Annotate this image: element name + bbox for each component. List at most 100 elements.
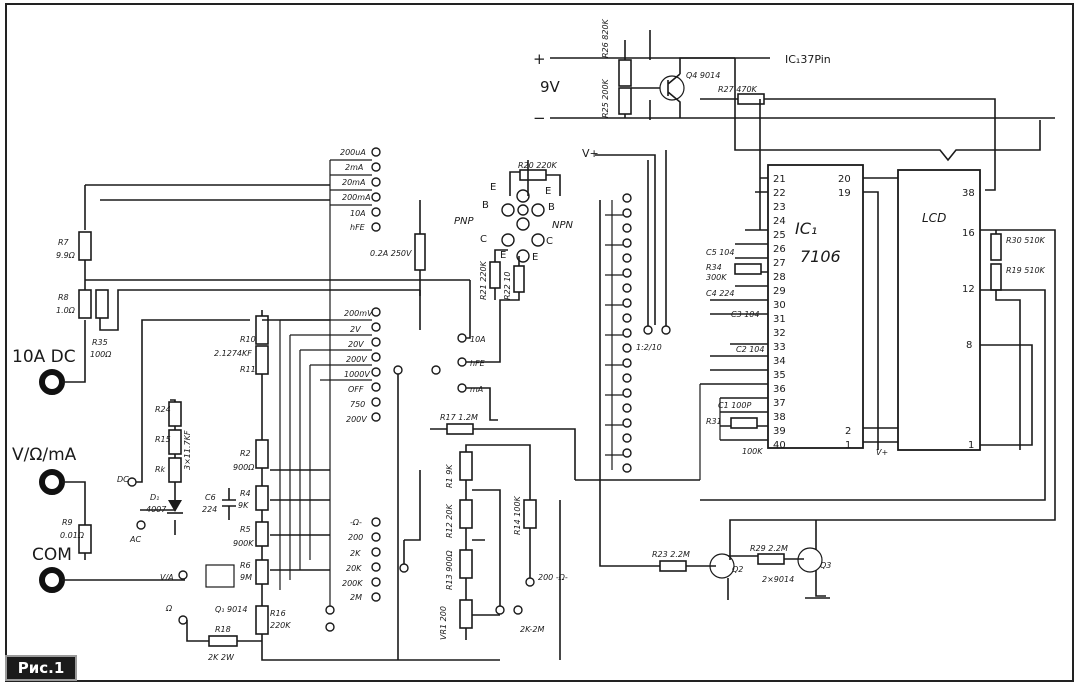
r27-wiring [700, 98, 996, 230]
label-r16v: 220K [270, 621, 291, 630]
label-r29: R29 2.2M [750, 544, 788, 553]
label-r4v: 9K [238, 501, 249, 510]
lcd-pin-12: 12 [962, 284, 975, 295]
label-c3: C3 104 [731, 310, 760, 319]
label-ohm2: 200 -Ω- [538, 573, 568, 582]
mode-common-2 [431, 365, 441, 375]
label-b1: B [482, 200, 489, 211]
input-vom-label: V/Ω/mA [12, 445, 77, 465]
ohm-sel-terminal-2 [513, 605, 523, 615]
lcd-pin-16: 16 [962, 228, 975, 239]
resistor-r11 [255, 345, 269, 375]
label-r3k: 3×11.7KF [183, 430, 192, 470]
svg-text:20V: 20V [348, 340, 364, 349]
label-q3: Q3 [820, 561, 831, 570]
transistor-q4 [659, 75, 685, 101]
lcd-wiring [700, 229, 1056, 560]
resistor-r24 [168, 401, 182, 427]
label-c4: C4 224 [706, 289, 735, 298]
current-range-ladder: 200uA 2mA 20mA 200mA 10A hFE [340, 147, 381, 232]
svg-text:-Ω-: -Ω- [350, 518, 362, 527]
lcd-display [897, 169, 981, 451]
resistor-r1 [459, 451, 473, 481]
lcd-pin-1: 1 [968, 440, 974, 451]
battery-voltage: 9V [540, 78, 561, 96]
label-r9v: 0.01Ω [60, 531, 85, 540]
mode-common-1 [393, 365, 403, 375]
va-terminal [178, 570, 188, 580]
label-vplus2: V+ [876, 448, 888, 457]
svg-text:10A: 10A [350, 209, 366, 218]
jack-10a[interactable] [39, 369, 65, 395]
label-r10: R10 [240, 335, 256, 344]
jack-vom[interactable] [39, 469, 65, 495]
svg-text:10A: 10A [470, 335, 486, 344]
label-r2v: 900Ω [233, 463, 255, 472]
svg-text:200mV: 200mV [344, 309, 373, 318]
label-r17: R17 1.2M [440, 413, 478, 422]
ic1-pin-wiring [700, 120, 1041, 450]
ratio-wiring [647, 150, 667, 326]
label-r5: R5 [240, 525, 251, 534]
label-q23: 2×9014 [762, 575, 794, 584]
centre-divider-wiring [465, 444, 531, 640]
svg-text:hFE: hFE [470, 359, 486, 368]
svg-text:2V: 2V [350, 325, 361, 334]
label-q4: Q4 9014 [686, 71, 720, 80]
resistor-r22 [513, 265, 525, 293]
transistor-q3 [797, 547, 823, 573]
diode-d1 [168, 500, 182, 512]
svg-text:200V: 200V [346, 355, 367, 364]
label-r7: R7 [58, 238, 70, 247]
label-r9: R9 [62, 518, 73, 527]
resistor-r2 [255, 439, 269, 469]
divider-left-wiring [136, 319, 250, 535]
hfe-socket [501, 189, 545, 263]
resistor-r8 [78, 289, 92, 319]
ic1-right-pins: 20 19 2 1 [838, 174, 851, 451]
resistor-r14 [523, 499, 537, 529]
resistor-r7 [78, 231, 92, 261]
ladder-bottom-terminal-2 [325, 622, 335, 632]
label-npn: NPN [552, 220, 574, 231]
svg-text:19: 19 [838, 188, 851, 199]
svg-text:23: 23 [773, 202, 786, 213]
svg-text:39: 39 [773, 426, 786, 437]
label-r12: R12 20K [445, 504, 454, 538]
label-r19: R19 510K [1006, 266, 1046, 275]
label-r31: R31 [706, 417, 722, 426]
label-r25: R25 200K [601, 78, 610, 118]
ohm-range-ladder: -Ω- 200 2K 20K 200K 2M [342, 517, 381, 602]
lower-right-wiring [403, 470, 700, 660]
label-r6v: 9M [240, 573, 252, 582]
svg-text:200: 200 [348, 533, 363, 542]
label-fuse: 0.2A 250V [370, 249, 412, 258]
label-r35v: 100Ω [90, 350, 112, 359]
resistor-r31 [730, 417, 758, 429]
svg-text:24: 24 [773, 216, 786, 227]
svg-text:2M: 2M [350, 593, 362, 602]
svg-text:22: 22 [773, 188, 786, 199]
r25-wiring [624, 40, 660, 118]
resistor-r35 [95, 289, 109, 319]
label-d1v: 4007 [146, 505, 167, 514]
svg-text:26: 26 [773, 244, 786, 255]
label-ratio: 1:2/10 [636, 343, 662, 352]
label-r10v: 2.1274KF [214, 349, 252, 358]
ohm-sel-terminal-3 [525, 577, 535, 587]
label-r23: R23 2.2M [652, 550, 690, 559]
svg-text:40: 40 [773, 440, 786, 451]
resistor-r23 [659, 560, 687, 572]
ohm-terminal [178, 615, 188, 625]
svg-text:2mA: 2mA [345, 163, 363, 172]
svg-text:33: 33 [773, 342, 786, 353]
jack-com[interactable] [39, 567, 65, 593]
resistor-rk [168, 457, 182, 483]
svg-text:25: 25 [773, 230, 786, 241]
ic1-left-pins: 21 22 23 24 25 26 27 28 29 30 31 32 33 3… [773, 174, 786, 451]
mode-common-wiring [397, 290, 421, 660]
ic1-left-bus [699, 384, 721, 480]
voltage-range-ladder: 200mV 2V 20V 200V 1000V OFF 750 200V [344, 307, 381, 424]
mode-wiring [466, 280, 512, 421]
label-e3: E [500, 250, 506, 261]
